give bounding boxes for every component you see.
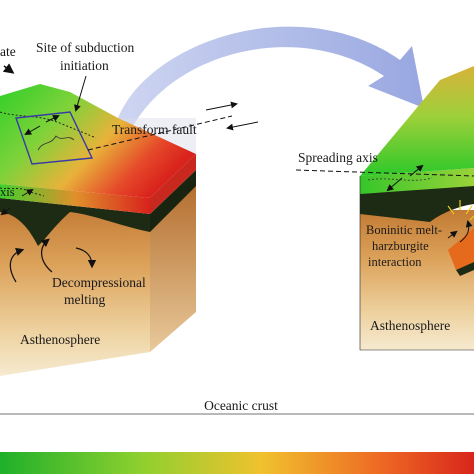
right-mantle	[360, 210, 474, 350]
boninitic-label-line1: Boninitic melt-	[366, 223, 442, 237]
right-lithosphere	[360, 184, 474, 222]
subduction-site-label-line2: initiation	[60, 58, 109, 73]
transform-fault-line	[87, 115, 233, 151]
transform-fault-label: Transform fault	[112, 122, 197, 137]
temperature-color-scale	[0, 452, 474, 474]
subduction-site-label-line1: Site of subduction	[36, 40, 134, 55]
left-ridge-line	[0, 111, 97, 139]
boninitic-label-line2: harzburgite	[372, 239, 429, 253]
left-mantle-side	[150, 180, 196, 352]
plate-label-fragment: ate	[0, 44, 16, 59]
right-top-surface	[360, 66, 474, 176]
spreading-axis-line	[295, 169, 474, 177]
slab-wedge	[448, 228, 474, 270]
transition-arrow	[118, 26, 424, 128]
left-block	[0, 63, 259, 376]
decompressional-label-line1: Decompressional	[52, 275, 146, 290]
oceanic-crust-label: Oceanic crust	[204, 398, 278, 413]
axis-label-fragment: xis	[0, 185, 15, 199]
left-top-surface	[0, 84, 196, 198]
subduction-site-box	[15, 111, 94, 165]
right-block	[295, 66, 474, 351]
spreading-axis-label: Spreading axis	[298, 150, 378, 165]
left-crust-front	[0, 184, 150, 214]
decompressional-label-line2: melting	[64, 292, 105, 307]
melt-sparks	[447, 200, 474, 221]
boninitic-label-line3: interaction	[368, 255, 422, 269]
left-mantle-front	[0, 205, 150, 376]
asthenosphere-label-left: Asthenosphere	[20, 332, 100, 347]
asthenosphere-label-right: Asthenosphere	[370, 318, 450, 333]
